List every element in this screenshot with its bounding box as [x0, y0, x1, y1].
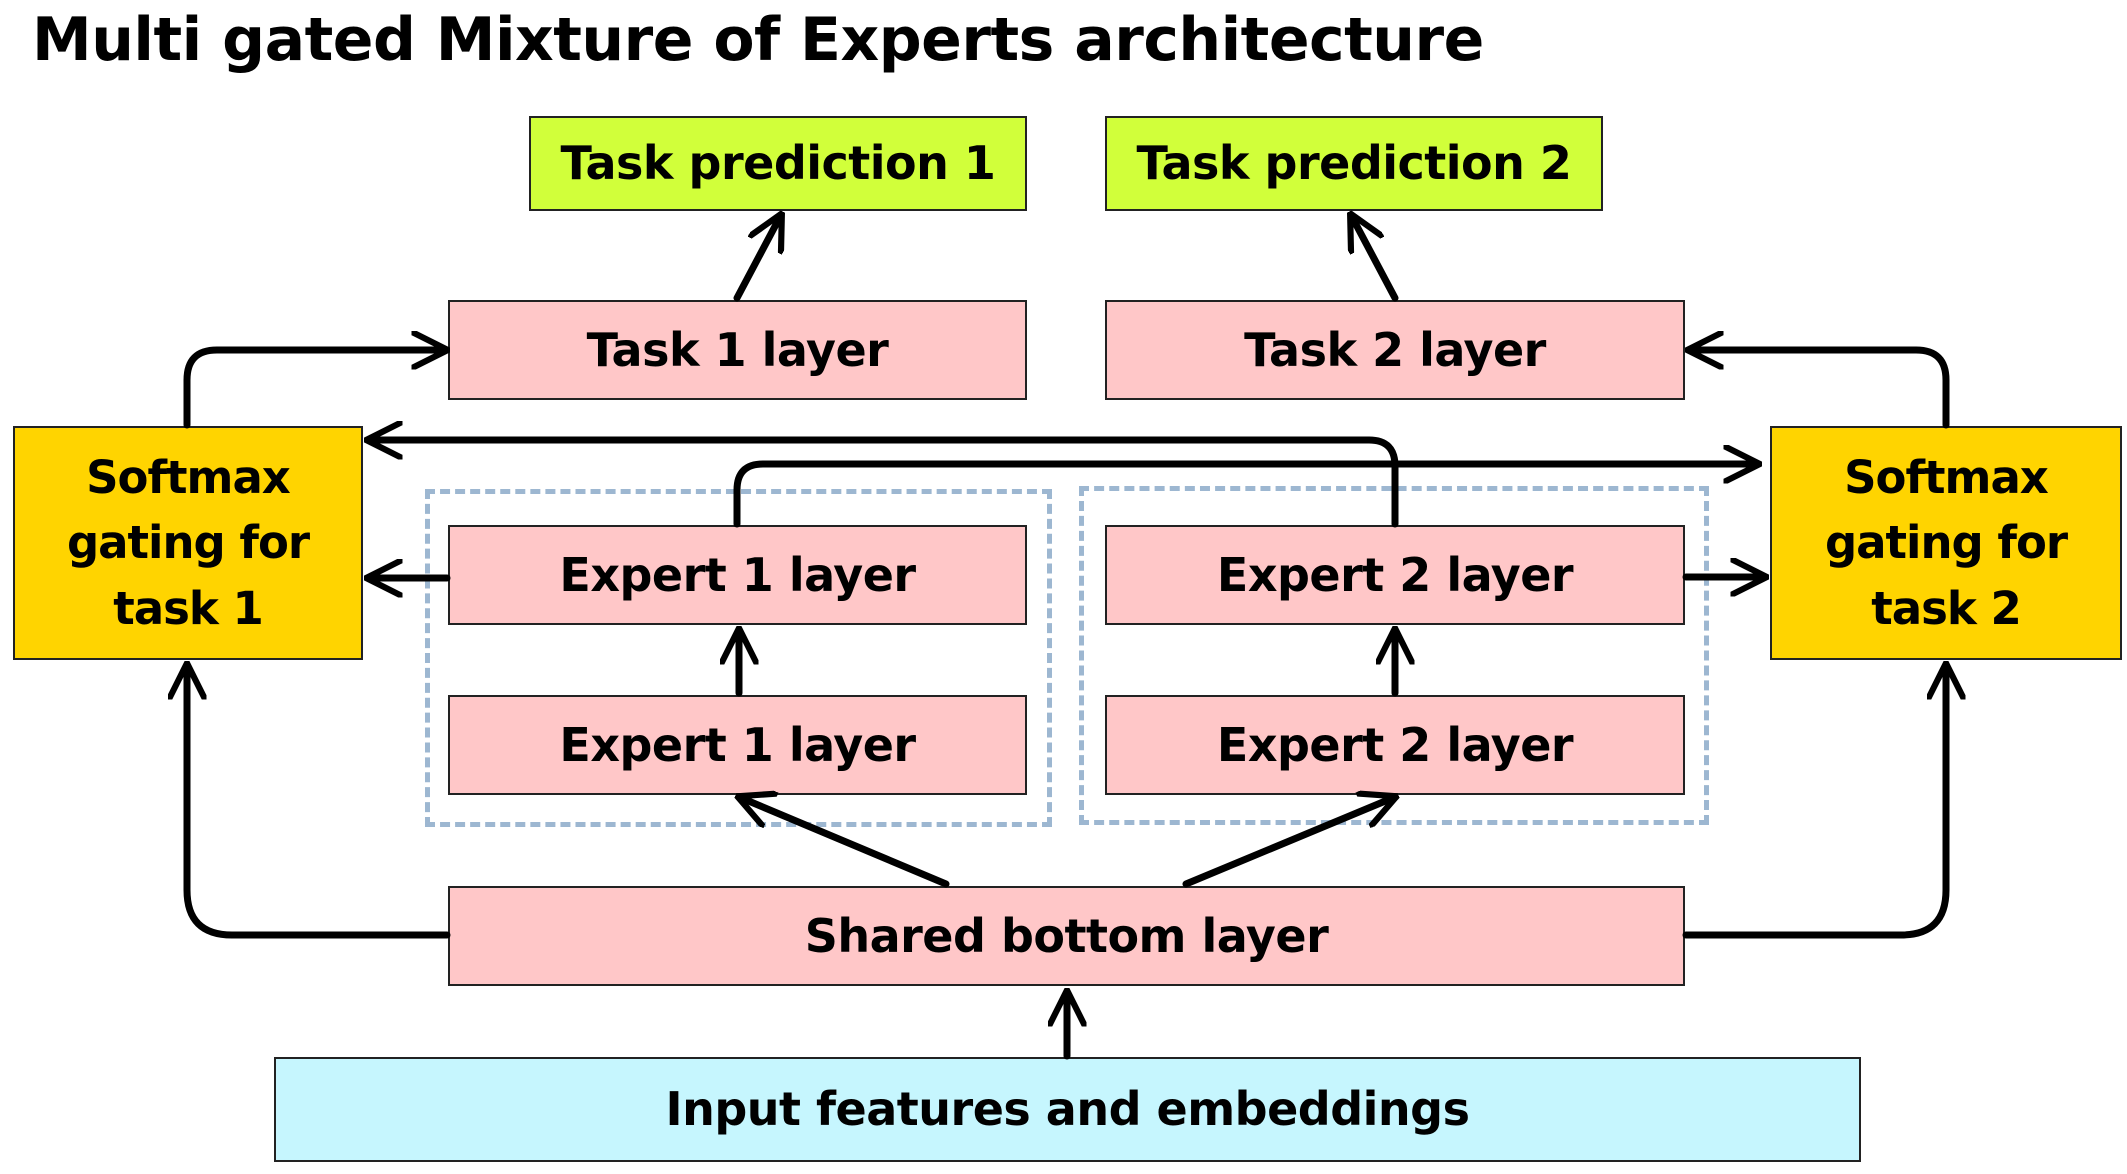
task-1-layer-box: Task 1 layer: [448, 300, 1027, 400]
arrow-shared-to-gate-1: [187, 665, 451, 939]
expert-1-layer-bottom-box: Expert 1 layer: [448, 695, 1027, 795]
arrow-gate-2-to-task-2: [1689, 350, 1950, 429]
task-prediction-2-box: Task prediction 2: [1105, 116, 1603, 211]
arrow-task-2-to-prediction-2: [1351, 215, 1399, 302]
arrow-expert-1-to-gate-2: [733, 464, 1758, 528]
shared-bottom-layer-box: Shared bottom layer: [448, 886, 1685, 986]
softmax-gating-task-1-box: Softmax gating for task 1: [13, 426, 363, 660]
expert-2-layer-top-box: Expert 2 layer: [1105, 525, 1685, 625]
task-2-layer-box: Task 2 layer: [1105, 300, 1685, 400]
arrow-gate-1-to-task-1: [183, 350, 446, 429]
diagram-title: Multi gated Mixture of Experts architect…: [32, 5, 1484, 75]
arrow-shared-to-expert-2: [1182, 797, 1395, 888]
input-features-box: Input features and embeddings: [274, 1057, 1861, 1162]
softmax-gating-task-2-box: Softmax gating for task 2: [1770, 426, 2122, 660]
arrow-task-1-to-prediction-1: [733, 215, 781, 302]
arrow-expert-2-to-gate-1: [368, 440, 1399, 528]
task-prediction-1-box: Task prediction 1: [529, 116, 1027, 211]
arrow-shared-to-expert-1: [739, 797, 950, 888]
arrow-shared-to-gate-2: [1682, 665, 1946, 939]
